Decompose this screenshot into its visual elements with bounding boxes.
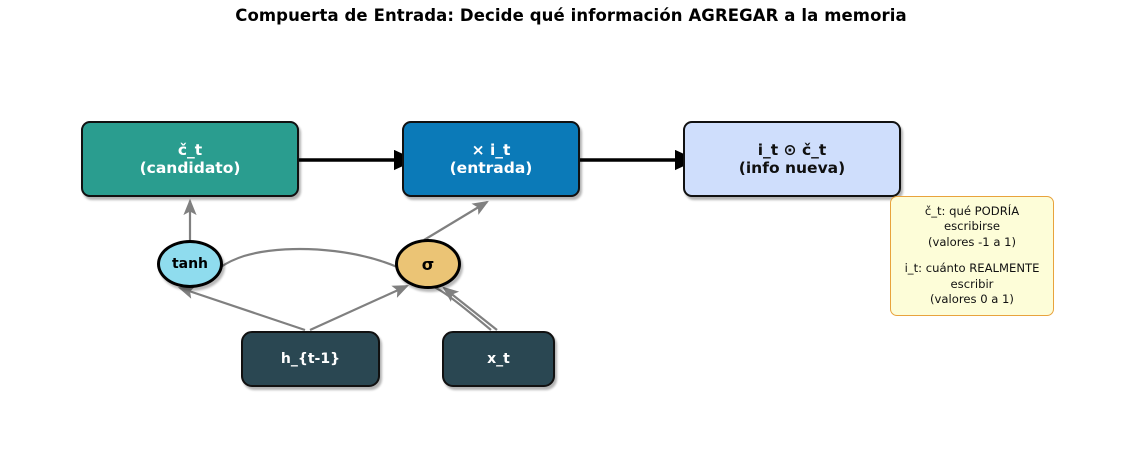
node-new-info[interactable]: i_t ⊙ č_t (info nueva): [683, 121, 901, 197]
activation-sigmoid-label: σ: [421, 254, 435, 274]
node-candidate[interactable]: č_t (candidato): [81, 121, 299, 197]
note-line-2: escribirse: [943, 219, 1001, 234]
node-new-info-symbol: i_t ⊙ č_t: [757, 140, 827, 159]
note-line-4: i_t: cuánto REALMENTE: [904, 261, 1040, 276]
note-line-1: č_t: qué PODRÍA: [924, 204, 1020, 218]
note-line-5: escribir: [950, 276, 994, 291]
note-spacer: [897, 250, 1047, 261]
activation-sigmoid[interactable]: σ: [395, 239, 461, 289]
node-candidate-symbol: č_t: [177, 140, 203, 159]
node-input-gate-caption: (entrada): [449, 159, 533, 177]
node-hidden-state-prev-label: h_{t-1}: [280, 350, 341, 367]
edge-hprev-to-sigma: [309, 284, 410, 332]
edge-sigma-to-gate: [423, 200, 489, 241]
node-input-gate-symbol: × i_t: [471, 140, 511, 159]
edge-xt-to-sigma: [442, 286, 498, 331]
page-title: Compuerta de Entrada: Decide qué informa…: [235, 6, 907, 25]
node-input-xt[interactable]: x_t: [442, 331, 555, 387]
node-new-info-caption: (info nueva): [738, 159, 846, 177]
node-hidden-state-prev[interactable]: h_{t-1}: [241, 331, 380, 387]
node-input-gate[interactable]: × i_t (entrada): [402, 121, 580, 197]
edge-hprev-to-tanh: [177, 286, 306, 332]
note-line-3: (valores -1 a 1): [927, 234, 1017, 249]
annotation-note: č_t: qué PODRÍA escribirse (valores -1 a…: [890, 196, 1054, 317]
activation-tanh-label: tanh: [171, 256, 209, 272]
activation-tanh[interactable]: tanh: [157, 240, 223, 288]
node-input-xt-label: x_t: [487, 350, 510, 367]
note-line-6: (valores 0 a 1): [930, 292, 1014, 307]
node-candidate-caption: (candidato): [139, 159, 241, 177]
